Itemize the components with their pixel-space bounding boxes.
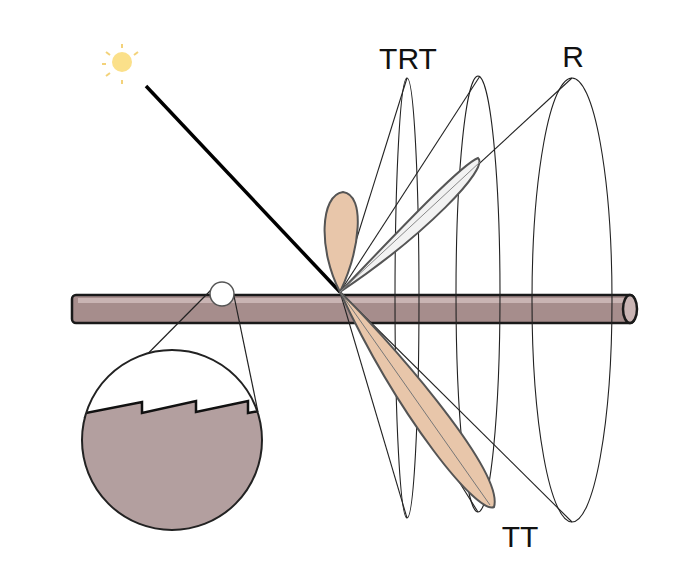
cuticle-inset xyxy=(70,282,270,540)
tt-lobe xyxy=(340,292,495,507)
lobe-label: R xyxy=(562,42,584,72)
incident-ray xyxy=(146,86,340,292)
scattering-cones xyxy=(340,76,612,522)
lobe-label: TT xyxy=(502,522,539,552)
sun-icon xyxy=(102,44,138,84)
trt-lobe xyxy=(325,192,358,292)
r-lobe xyxy=(340,158,479,292)
lobe-label: TRT xyxy=(379,44,437,74)
